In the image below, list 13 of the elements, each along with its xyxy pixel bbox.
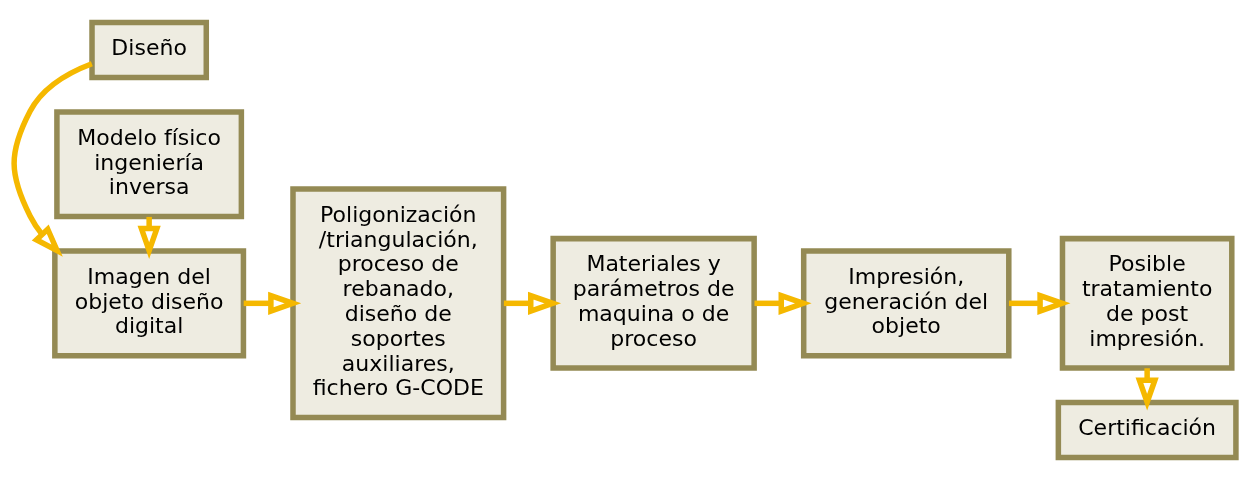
node-box: Certificación	[1055, 399, 1239, 460]
arrow	[1008, 291, 1071, 315]
node-box: Materiales y parámetros de maquina o de proceso	[550, 235, 757, 371]
node-box: Posible tratamiento de post impresión.	[1059, 235, 1235, 371]
node-box: Modelo físico ingeniería inversa	[54, 108, 245, 219]
node-box: Poligonización /triangulación, proceso de rebanado, diseño de soportes auxiliares, fichero G-CODE	[290, 185, 507, 420]
node-box: Diseño	[89, 19, 210, 80]
arrow	[11, 60, 93, 257]
arrow	[243, 291, 302, 315]
node-box: Impresión, generación del objeto	[800, 247, 1012, 358]
arrow	[754, 291, 812, 315]
node-box: Imagen del objeto diseño digital	[52, 247, 247, 358]
arrow	[503, 291, 562, 315]
